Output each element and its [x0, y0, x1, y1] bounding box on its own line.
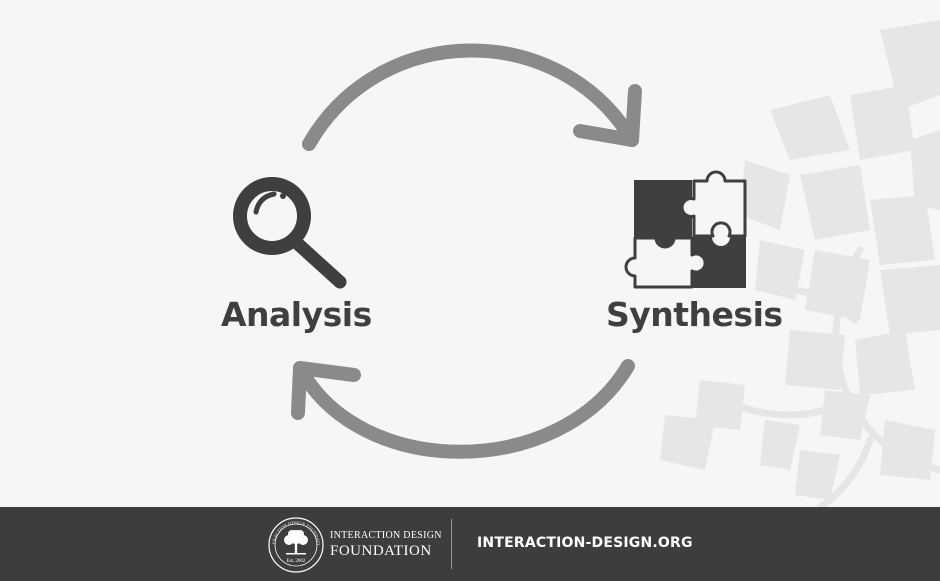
diagram-canvas: Analysis Synthesis	[221, 20, 940, 507]
seal-ring-label: INTERACTION DESIGN FOUNDATION	[268, 517, 321, 546]
arrowhead-top	[573, 84, 642, 147]
synthesis-label: Synthesis	[606, 295, 783, 334]
footer-divider	[451, 519, 452, 569]
seal-ring-text: INTERACTION DESIGN FOUNDATION Est. 2002	[268, 517, 321, 564]
org-name: INTERACTION DESIGN FOUNDATION	[330, 531, 442, 559]
arrow-analysis-to-synthesis	[302, 43, 639, 151]
arrowhead-bottom	[291, 361, 361, 420]
cycle-arrows	[291, 43, 642, 459]
seal-est-label: Est. 2002	[287, 559, 306, 564]
website-link[interactable]: INTERACTION-DESIGN.ORG	[477, 535, 693, 551]
footer-bar: INTERACTION DESIGN FOUNDATION Est. 2002 …	[0, 507, 940, 581]
magnifying-glass-icon	[233, 177, 347, 289]
tree-seal-icon	[268, 517, 324, 573]
puzzle-pieces-icon	[624, 170, 747, 289]
arrow-synthesis-to-analysis	[293, 359, 635, 459]
analysis-label: Analysis	[221, 295, 372, 334]
org-name-line2: FOUNDATION	[330, 543, 432, 559]
tree-watermark	[660, 20, 940, 507]
org-name-line1: INTERACTION DESIGN	[330, 530, 442, 541]
svg-text:INTERACTION DESIGN FOUNDATION: INTERACTION DESIGN FOUNDATION	[268, 517, 321, 546]
